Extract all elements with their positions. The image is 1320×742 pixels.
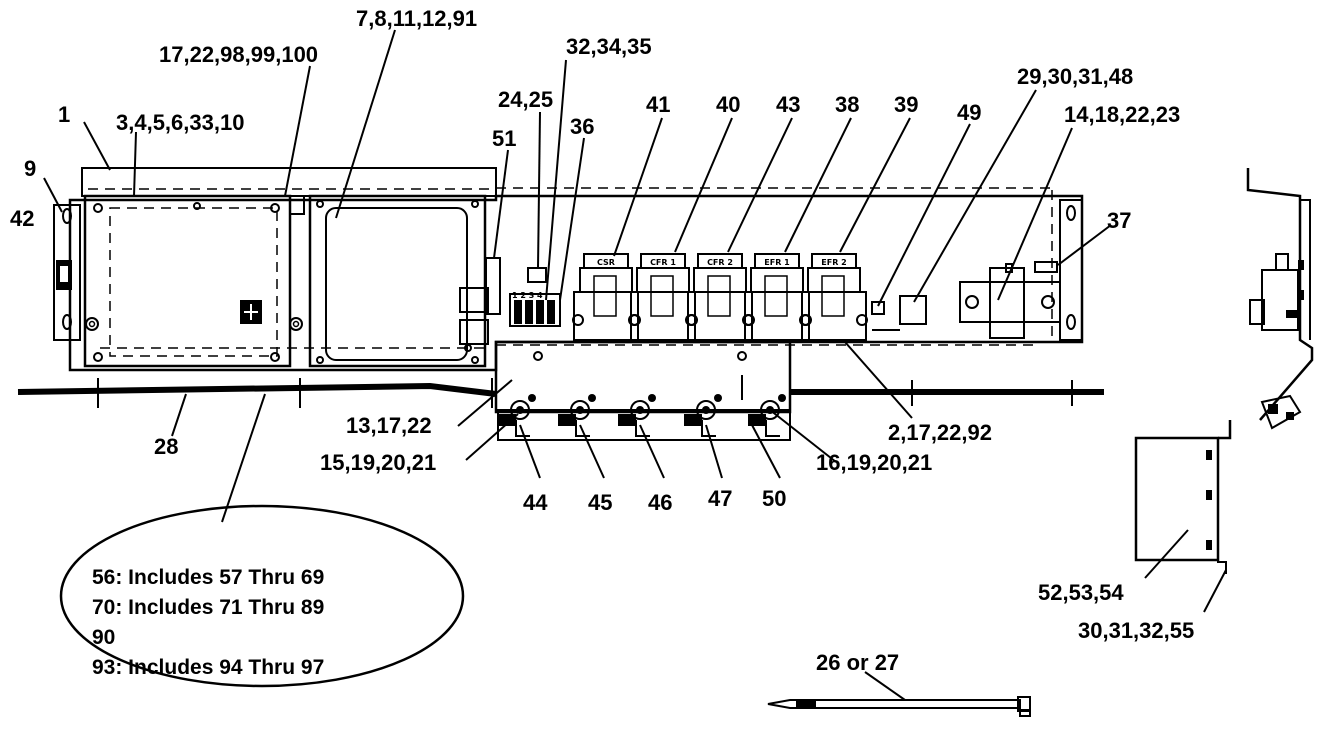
- note-line-3: 90: [92, 626, 115, 649]
- callout-40: 40: [716, 92, 740, 117]
- callout-7-8-11-12-91: 7,8,11,12,91: [356, 6, 477, 31]
- right-bracket: [1059, 199, 1083, 341]
- wire-harness: [17, 378, 1104, 408]
- callout-52-53-54: 52,53,54: [1038, 580, 1124, 605]
- callout-42: 42: [10, 206, 34, 231]
- fuse-holder: [684, 394, 722, 437]
- callout-28: 28: [154, 434, 178, 459]
- callout-43: 43: [776, 92, 800, 117]
- callout-36: 36: [570, 114, 594, 139]
- left-enclosure: [83, 194, 292, 368]
- relay-label: CSR: [597, 258, 615, 267]
- callout-50: 50: [762, 486, 786, 511]
- terminal-label: 1 2 3 4: [512, 291, 543, 300]
- relay-label: CFR 1: [650, 258, 676, 267]
- callout-47: 47: [708, 486, 732, 511]
- callout-9: 9: [24, 156, 36, 181]
- callout-51: 51: [492, 126, 516, 151]
- kit-note-ellipse: [59, 504, 465, 688]
- callout-14-18-22-23: 14,18,22,23: [1064, 102, 1180, 127]
- part-37-tag: [1034, 261, 1058, 273]
- note-line-4: 93: Includes 94 Thru 97: [92, 656, 324, 679]
- callout-16-19-20-21: 16,19,20,21: [816, 450, 932, 475]
- callout-30-31-32-55: 30,31,32,55: [1078, 618, 1194, 643]
- callout-labels: 1 9 42 3,4,5,6,33,10 17,22,98,99,100 7,8…: [10, 6, 1194, 675]
- callout-2-17-22-92: 2,17,22,92: [888, 420, 992, 445]
- relay-row: CSR CFR 1 CFR 2 EFR 1 EFR 2: [572, 253, 868, 341]
- terminal-block: 1 2 3 4: [509, 291, 561, 327]
- callout-41: 41: [646, 92, 670, 117]
- side-view-assembly: [1246, 168, 1314, 430]
- back-plate: [68, 194, 1084, 372]
- left-bracket: [53, 204, 81, 341]
- callout-46: 46: [648, 490, 672, 515]
- callout-44: 44: [523, 490, 548, 515]
- callout-39: 39: [894, 92, 918, 117]
- callout-49: 49: [957, 100, 981, 125]
- relay: EFR 2: [800, 253, 868, 341]
- relay-label: EFR 2: [821, 258, 846, 267]
- relay: CFR 2: [686, 253, 754, 341]
- note-line-2: 70: Includes 71 Thru 89: [92, 596, 324, 619]
- callout-3-4-5-6-33-10: 3,4,5,6,33,10: [116, 110, 244, 135]
- relay: CSR: [572, 253, 640, 341]
- callout-26-or-27: 26 or 27: [816, 650, 899, 675]
- callout-1: 1: [58, 102, 70, 127]
- note-line-1: 56: Includes 57 Thru 69: [92, 566, 324, 589]
- part-24-clip: [527, 267, 547, 283]
- callout-24-25: 24,25: [498, 87, 553, 112]
- right-enclosure: [308, 194, 487, 368]
- transformer: [959, 263, 1061, 339]
- callout-15-19-20-21: 15,19,20,21: [320, 450, 436, 475]
- relay-label: EFR 1: [764, 258, 790, 267]
- callout-45: 45: [588, 490, 612, 515]
- callout-13-17-22: 13,17,22: [346, 413, 432, 438]
- fuse-holder: [618, 394, 656, 437]
- side-cover: [1134, 420, 1232, 574]
- callout-38: 38: [835, 92, 859, 117]
- kit-note-text: 56: Includes 57 Thru 69 70: Includes 71 …: [92, 566, 324, 679]
- fuse-holder: [558, 394, 596, 437]
- leader-lines: [43, 29, 1227, 701]
- relay: CFR 1: [629, 253, 697, 341]
- callout-29-30-31-48: 29,30,31,48: [1017, 64, 1133, 89]
- cable-tie: [767, 696, 1031, 717]
- relay-label: CFR 2: [707, 258, 733, 267]
- callout-32-34-35: 32,34,35: [566, 34, 652, 59]
- callout-37: 37: [1107, 208, 1131, 233]
- relay: EFR 1: [743, 253, 811, 341]
- callout-17-22-98-99-100: 17,22,98,99,100: [159, 42, 318, 67]
